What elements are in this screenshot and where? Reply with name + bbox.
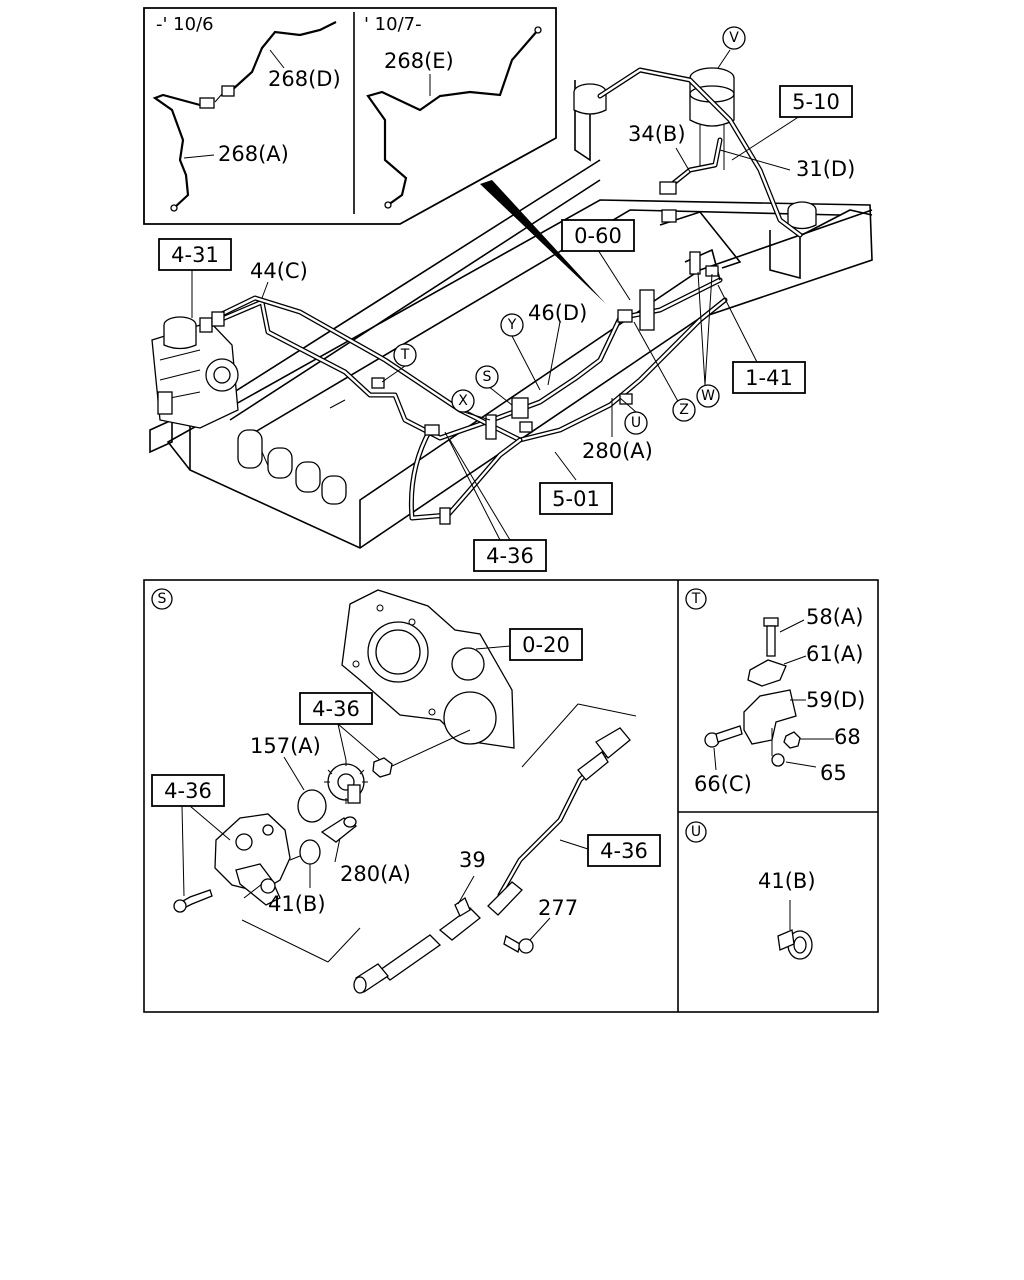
pipe-clamps (199, 181, 719, 525)
svg-text:S: S (158, 591, 167, 607)
detail-s-marker: S (151, 588, 173, 610)
ref-box-5-01: 5-01 (539, 482, 613, 515)
svg-text:U: U (691, 824, 701, 840)
bolt-66c (704, 725, 743, 748)
svg-text:W: W (701, 388, 715, 404)
overview-leaders (191, 49, 801, 541)
svg-text:X: X (458, 393, 468, 409)
ref-box-4-36-gear: 4-36 (299, 692, 373, 725)
bolt-58a (763, 617, 779, 657)
variant-inset: -' 10/6 ' 10/7- 268(D) 268(A) 268(E) (143, 7, 557, 225)
hose-clamp-41b (777, 929, 813, 960)
ref-box-4-31: 4-31 (158, 238, 232, 271)
detail-t: T 58(A) 61(A) 59(D) 68 (685, 588, 865, 796)
label-59d: 59(D) (806, 688, 865, 712)
pressure-hose (353, 727, 631, 994)
callout-x: X (451, 389, 475, 413)
ref-box-1-41: 1-41 (732, 361, 806, 394)
washer-65 (771, 753, 785, 767)
clip-61a (747, 659, 787, 687)
detail-t-marker: T (685, 588, 707, 610)
overview-callouts: V T S Y X U Z (393, 26, 746, 435)
label-66c: 66(C) (694, 772, 752, 796)
svg-text:V: V (729, 30, 739, 46)
inset-period-right: ' 10/7- (364, 14, 422, 35)
pump-mounting-plate (341, 589, 515, 749)
svg-text:4-36: 4-36 (486, 544, 534, 568)
bolt (173, 889, 213, 913)
pipe-runs (212, 67, 803, 521)
label-68: 68 (834, 725, 861, 749)
label-268d: 268(D) (268, 67, 341, 91)
label-268e: 268(E) (384, 49, 454, 73)
nut (372, 757, 393, 778)
ref-box-4-36-hose: 4-36 (587, 834, 661, 867)
label-61a: 61(A) (806, 642, 863, 666)
label-280a-detail: 280(A) (340, 862, 411, 886)
pump-body (214, 813, 291, 906)
label-41b-detail-s: 41(B) (268, 892, 326, 916)
steering-gear-box (151, 316, 239, 429)
label-157a: 157(A) (250, 734, 321, 758)
ref-box-0-20: 0-20 (509, 628, 583, 661)
detail-frame (143, 579, 879, 1013)
overview-boxed-refs: 4-31 5-10 0-60 1-41 5-01 4-36 (158, 85, 853, 572)
callout-z: Z (672, 398, 696, 422)
callout-t: T (393, 343, 417, 367)
label-34b: 34(B) (628, 122, 686, 146)
svg-text:4-36: 4-36 (600, 839, 648, 863)
callout-s: S (475, 365, 499, 389)
label-39: 39 (459, 848, 486, 872)
svg-text:4-36: 4-36 (312, 697, 360, 721)
svg-text:4-31: 4-31 (171, 243, 219, 267)
label-268a: 268(A) (218, 142, 289, 166)
bracket-59d (743, 689, 797, 745)
clamp-ring (299, 839, 321, 865)
svg-text:U: U (631, 415, 641, 431)
ref-box-4-36: 4-36 (473, 539, 547, 572)
label-46d: 46(D) (528, 301, 587, 325)
label-65: 65 (820, 761, 847, 785)
overview-drawing: 4-31 5-10 0-60 1-41 5-01 4-36 (149, 26, 873, 572)
callout-w: W (696, 384, 720, 408)
detail-u-marker: U (685, 821, 707, 843)
hose-bolt (503, 935, 534, 954)
svg-text:5-10: 5-10 (792, 90, 840, 114)
label-41b-detail-u: 41(B) (758, 869, 816, 893)
svg-text:Z: Z (679, 402, 689, 418)
svg-text:Y: Y (507, 317, 517, 333)
callout-v: V (722, 26, 746, 50)
label-31d: 31(D) (796, 157, 855, 181)
ref-box-4-36-pump: 4-36 (151, 774, 225, 807)
pump-drive-gear (324, 760, 368, 804)
o-ring (297, 789, 327, 823)
sleeve-pipe (320, 816, 358, 843)
svg-text:T: T (691, 591, 701, 607)
label-44c: 44(C) (250, 259, 308, 283)
label-277: 277 (538, 896, 578, 920)
svg-text:4-36: 4-36 (164, 779, 212, 803)
svg-text:0-20: 0-20 (522, 633, 570, 657)
svg-text:0-60: 0-60 (574, 224, 622, 248)
svg-text:5-01: 5-01 (552, 487, 600, 511)
svg-text:T: T (400, 347, 410, 363)
label-280a: 280(A) (582, 439, 653, 463)
svg-text:1-41: 1-41 (745, 366, 793, 390)
nut-68 (783, 731, 801, 749)
detail-s: S (151, 588, 661, 994)
detail-u: U 41(B) (685, 821, 816, 960)
ref-box-5-10: 5-10 (779, 85, 853, 118)
ref-box-0-60: 0-60 (561, 219, 635, 252)
overview-part-labels: 44(C) 34(B) 31(D) 46(D) 280(A) (250, 122, 855, 463)
svg-text:S: S (483, 369, 492, 385)
callout-y: Y (500, 313, 524, 337)
label-58a: 58(A) (806, 605, 863, 629)
chassis-frame (149, 80, 873, 549)
inset-pointer (480, 180, 606, 304)
inset-period-left: -' 10/6 (156, 14, 214, 35)
callout-u: U (624, 411, 648, 435)
